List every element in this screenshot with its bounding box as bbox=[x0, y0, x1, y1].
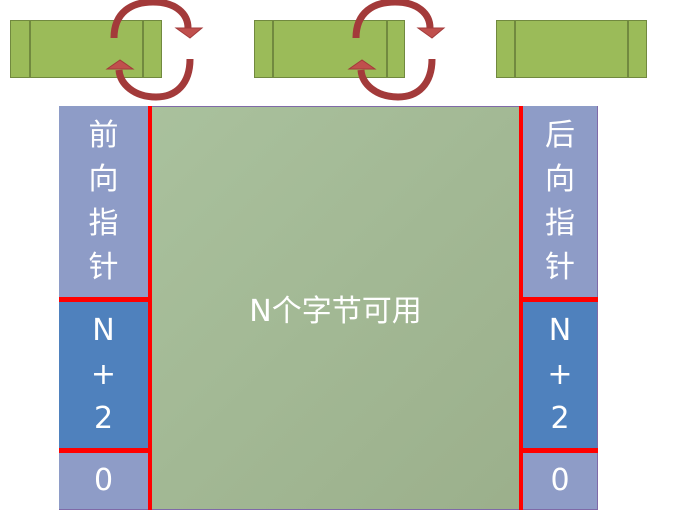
separator bbox=[148, 106, 152, 510]
char: 后 bbox=[545, 118, 575, 153]
backward-arrowhead-icon bbox=[105, 59, 135, 70]
arrow-link-2 bbox=[347, 0, 446, 101]
end-label: 0 bbox=[93, 463, 114, 498]
right-end-cell: 0 bbox=[523, 453, 597, 509]
backward-arc bbox=[357, 58, 436, 101]
separator bbox=[519, 297, 598, 302]
char: N bbox=[92, 313, 115, 348]
forward-arrowhead-icon bbox=[416, 27, 446, 39]
char: + bbox=[90, 357, 117, 392]
char: 针 bbox=[545, 250, 575, 285]
separator bbox=[59, 297, 152, 302]
separator bbox=[519, 448, 598, 453]
char: 针 bbox=[88, 250, 119, 285]
forward-arc bbox=[352, 0, 434, 39]
arrow-link-1 bbox=[105, 0, 204, 101]
backward-arc bbox=[115, 58, 194, 101]
link-arrows bbox=[105, 0, 446, 101]
left-pointer-cell: 前向指针 bbox=[59, 106, 148, 298]
end-label: 0 bbox=[550, 463, 570, 498]
char: 指 bbox=[88, 206, 119, 241]
char: 向 bbox=[88, 162, 119, 197]
separator bbox=[519, 106, 523, 510]
right-pointer-cell: 后向指针 bbox=[523, 106, 597, 298]
char: 前 bbox=[88, 118, 119, 153]
char: 2 bbox=[550, 401, 570, 436]
char: N bbox=[548, 313, 572, 348]
memory-block-1 bbox=[10, 20, 162, 78]
right-size-cell: N +2 bbox=[523, 302, 597, 448]
memory-block-3 bbox=[496, 20, 647, 78]
char: 2 bbox=[93, 401, 114, 436]
forward-arc bbox=[110, 0, 192, 39]
memory-block-2 bbox=[254, 20, 405, 78]
forward-arrowhead-icon bbox=[174, 27, 204, 39]
separator bbox=[59, 448, 152, 453]
left-size-cell: N +2 bbox=[59, 302, 148, 448]
backward-arrowhead-icon bbox=[347, 59, 377, 70]
payload-label: N个字节可用 bbox=[249, 294, 422, 329]
char: 指 bbox=[545, 206, 575, 241]
left-end-cell: 0 bbox=[59, 453, 148, 509]
char: 向 bbox=[545, 162, 575, 197]
char: + bbox=[547, 357, 573, 392]
